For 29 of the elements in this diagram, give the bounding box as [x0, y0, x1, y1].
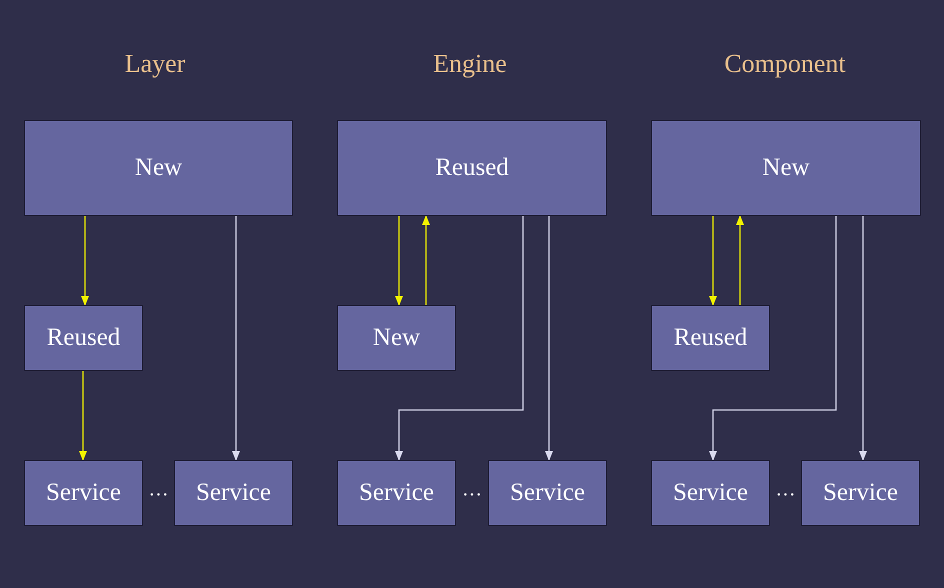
process-box: Service [24, 460, 143, 526]
ellipsis: ··· [774, 483, 796, 508]
process-box: Service [801, 460, 920, 526]
arrow [232, 216, 240, 461]
ellipsis: ··· [461, 483, 483, 508]
process-box: Reused [651, 305, 770, 371]
process-box: Service [174, 460, 293, 526]
column-heading: Engine [432, 48, 508, 80]
process-box: Service [488, 460, 607, 526]
process-box: New [337, 305, 456, 371]
arrow [736, 215, 744, 305]
arrow [859, 216, 867, 461]
arrow [709, 216, 837, 461]
arrow [709, 216, 717, 306]
process-box: Service [337, 460, 456, 526]
arrow [395, 216, 403, 306]
process-box: Reused [24, 305, 143, 371]
process-box: New [651, 120, 921, 216]
ellipsis: ··· [148, 483, 170, 508]
arrow [545, 216, 553, 461]
column-heading: Layer [124, 48, 186, 80]
arrow [79, 371, 87, 461]
process-box: New [24, 120, 293, 216]
process-box: Service [651, 460, 770, 526]
arrow [81, 216, 89, 306]
column-heading: Component [723, 48, 847, 80]
arrow [395, 216, 524, 461]
arrow [422, 215, 430, 305]
process-box: Reused [337, 120, 607, 216]
